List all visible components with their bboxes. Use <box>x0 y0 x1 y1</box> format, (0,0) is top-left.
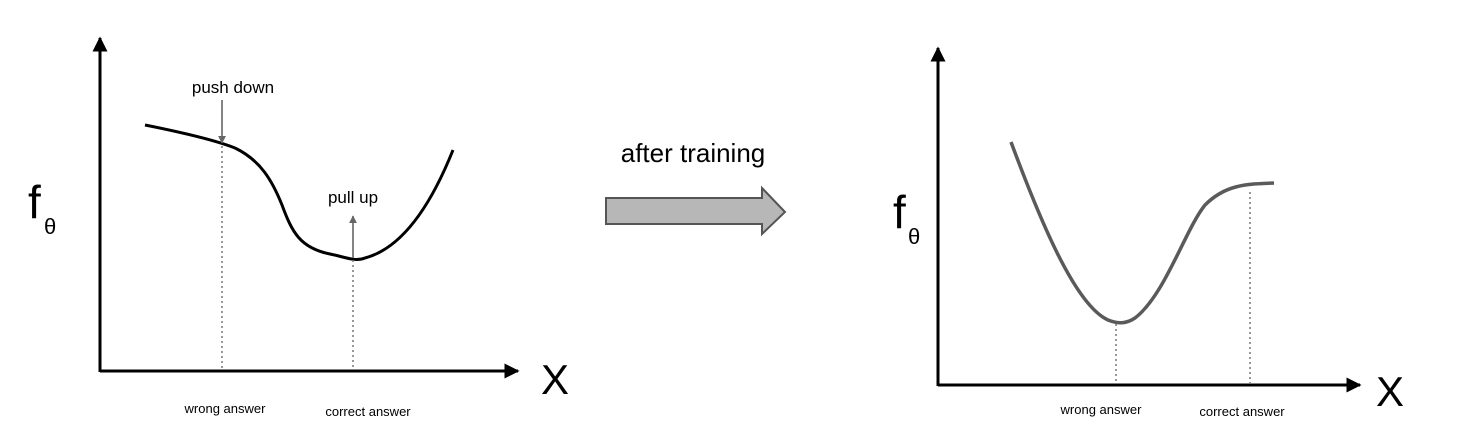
after-training-label: after training <box>621 138 766 168</box>
transition: after training <box>605 138 787 237</box>
left-wrong-answer-label: wrong answer <box>184 401 267 416</box>
right-y-axis-subscript: θ <box>908 224 920 249</box>
left-y-axis-subscript: θ <box>44 214 56 239</box>
push-down-label: push down <box>192 78 274 97</box>
left-y-axis-symbol: f <box>28 176 41 228</box>
right-wrong-answer-label: wrong answer <box>1060 402 1143 417</box>
right-energy-curve <box>1009 141 1275 325</box>
left-energy-curve <box>144 123 455 261</box>
left-panel: push down pull up f θ X wrong answer cor… <box>28 36 569 419</box>
right-correct-answer-label: correct answer <box>1199 404 1285 419</box>
right-y-axis-symbol: f <box>893 186 906 238</box>
pull-up-label: pull up <box>328 188 378 207</box>
left-correct-answer-label: correct answer <box>325 404 411 419</box>
right-panel: f θ X wrong answer correct answer <box>893 46 1404 419</box>
right-x-axis-label: X <box>1376 368 1404 415</box>
after-training-arrow <box>605 185 787 237</box>
left-x-axis-label: X <box>541 356 569 403</box>
